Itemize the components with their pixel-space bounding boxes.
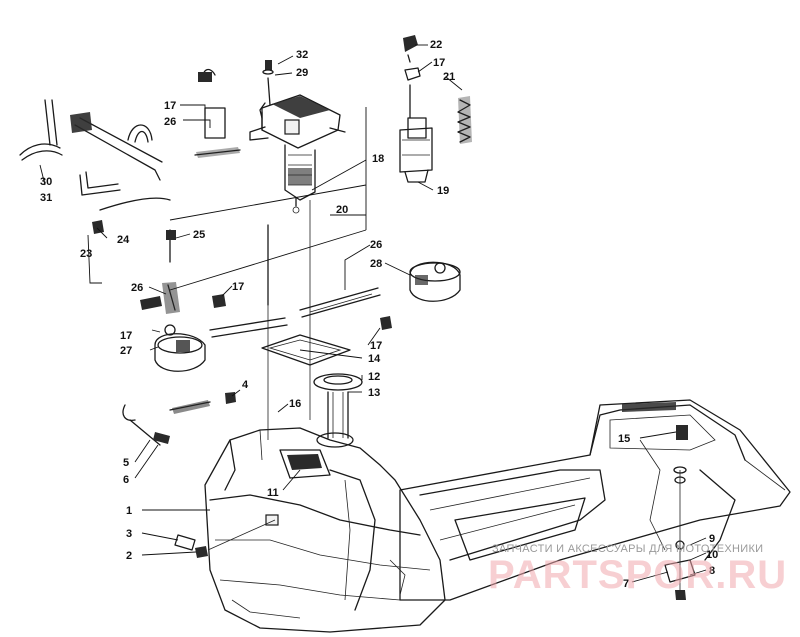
callout-7: 7 — [623, 578, 629, 590]
callout-17-e: 17 — [370, 340, 382, 352]
callout-28: 28 — [370, 258, 382, 270]
callout-6: 6 — [123, 474, 129, 486]
callout-2: 2 — [126, 550, 132, 562]
watermark-logo: PARTSPOR.RU — [488, 553, 787, 597]
in-tank-fuel-pump — [399, 35, 472, 183]
callout-26-c: 26 — [370, 239, 382, 251]
watermark-tagline: ЗАПЧАСТИ И АКСЕССУАРЫ ДЛЯ МОТОТЕХНИКИ — [492, 543, 763, 555]
callout-4: 4 — [242, 379, 249, 391]
callout-32: 32 — [296, 49, 308, 61]
fuel-tank — [204, 427, 446, 633]
callout-5: 5 — [123, 457, 129, 469]
fuel-lines-upper — [19, 68, 241, 263]
callout-23: 23 — [80, 248, 92, 260]
callout-24: 24 — [117, 234, 130, 246]
callout-17-d: 17 — [120, 330, 132, 342]
fuel-sender-left — [140, 282, 288, 372]
callout-labels: 1 2 3 4 5 6 7 8 9 10 11 12 13 14 15 16 1… — [40, 39, 718, 590]
callout-26-a: 26 — [164, 116, 176, 128]
callout-14: 14 — [368, 353, 381, 365]
callout-19: 19 — [437, 185, 449, 197]
callout-9: 9 — [709, 533, 715, 545]
fuel-sender-right — [299, 261, 461, 330]
callout-17-c: 17 — [232, 281, 244, 293]
callout-17-b: 17 — [433, 57, 445, 69]
callout-16: 16 — [289, 398, 301, 410]
callout-29: 29 — [296, 67, 308, 79]
filler-neck-assembly — [261, 334, 363, 439]
callout-15: 15 — [618, 433, 630, 445]
callout-22: 22 — [430, 39, 442, 51]
chassis-tunnel — [399, 399, 791, 601]
callout-1: 1 — [126, 505, 132, 517]
vent-line-parts — [122, 392, 276, 558]
callout-21: 21 — [443, 71, 455, 83]
callout-10: 10 — [706, 549, 718, 561]
callout-30: 30 — [40, 176, 52, 188]
callout-3: 3 — [126, 528, 132, 540]
callout-11: 11 — [267, 487, 279, 499]
callout-27: 27 — [120, 345, 132, 357]
drain-fitting-parts — [664, 425, 696, 600]
callout-26-b: 26 — [131, 282, 143, 294]
callout-13: 13 — [368, 387, 380, 399]
fuel-pump-assembly — [249, 60, 346, 440]
callout-12: 12 — [368, 371, 380, 383]
callout-18: 18 — [372, 153, 384, 165]
callout-31: 31 — [40, 192, 52, 204]
callout-20: 20 — [336, 204, 348, 216]
leader-lines — [39, 44, 707, 583]
watermark: ЗАПЧАСТИ И АКСЕССУАРЫ ДЛЯ МОТОТЕХНИКИ PA… — [488, 543, 787, 597]
callout-25: 25 — [193, 229, 205, 241]
callout-8: 8 — [709, 565, 715, 577]
callout-17-a: 17 — [164, 100, 176, 112]
